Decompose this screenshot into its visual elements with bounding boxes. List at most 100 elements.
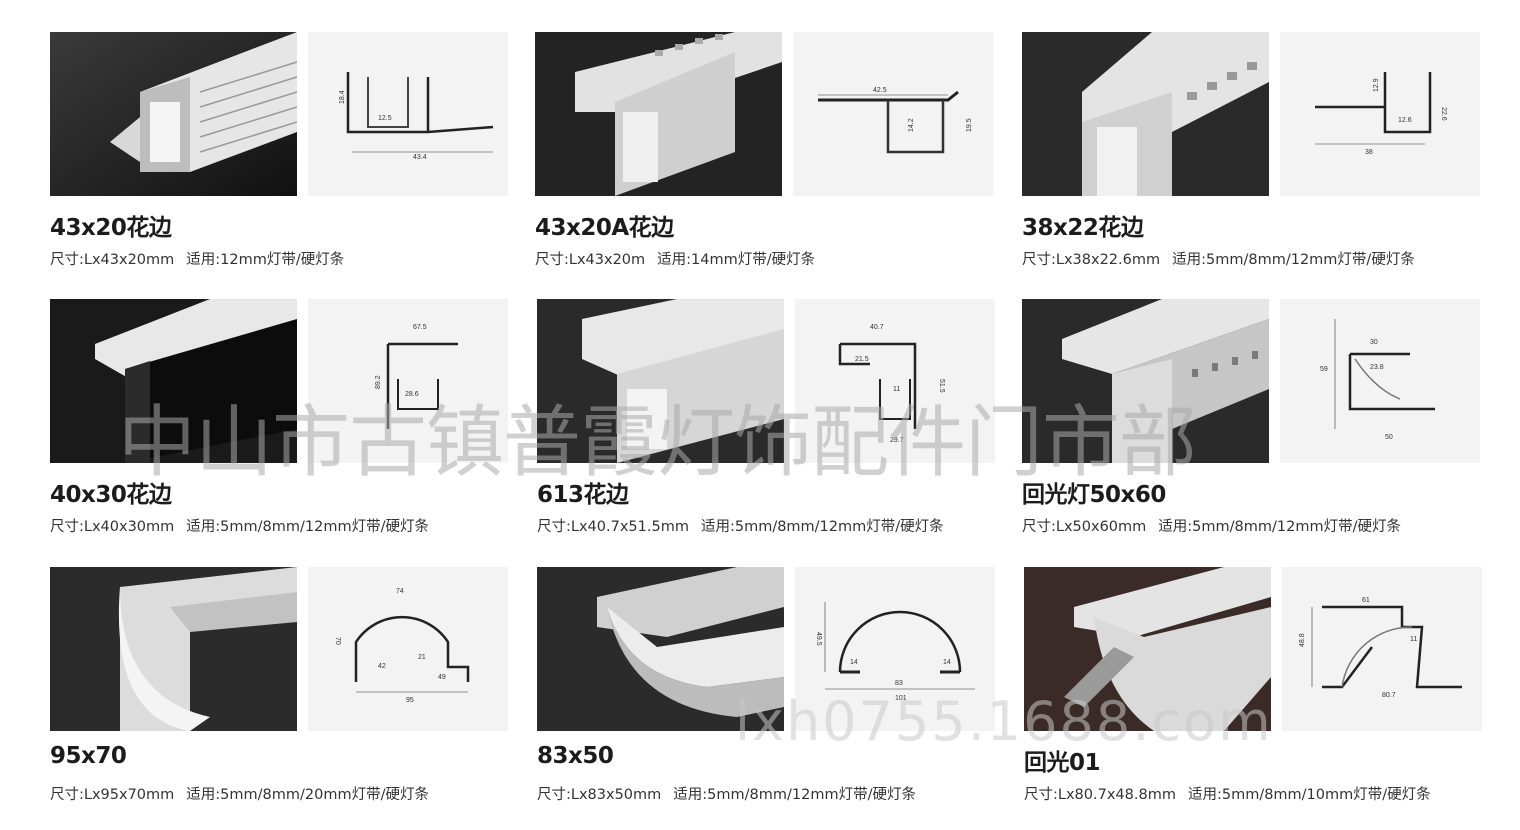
svg-text:30: 30 [1370,339,1378,346]
product-usage: 适用:5mm/8mm/12mm灯带/硬灯条 [700,519,944,535]
product-size: 尺寸:Lx83x50mm [537,787,662,803]
svg-text:42.5: 42.5 [873,87,887,94]
product-photo [1024,567,1271,731]
svg-text:28.6: 28.6 [405,391,419,398]
product-usage: 适用:14mm灯带/硬灯条 [657,252,816,268]
svg-text:18.4: 18.4 [339,90,346,104]
product-card[interactable]: 61 48.8 11 80.7 回光01 尺寸:Lx80.7x48.8mm 适用:… [1024,567,1484,817]
product-usage: 适用:5mm/8mm/12mm灯带/硬灯条 [673,787,916,803]
profile-drawing: 18.4 12.5 43.4 [308,32,508,196]
svg-text:29.7: 29.7 [890,437,904,444]
product-spec: 尺寸:Lx50x60mm 适用:5mm/8mm/12mm灯带/硬灯条 [1022,515,1401,536]
svg-text:40.7: 40.7 [870,324,884,331]
svg-text:12.5: 12.5 [378,115,392,122]
product-title: 83x50 [537,743,614,769]
product-photo [1022,299,1269,463]
product-usage: 适用:5mm/8mm/12mm灯带/硬灯条 [1158,519,1401,535]
product-photo [1022,32,1269,196]
product-photo [537,567,784,731]
svg-text:83: 83 [895,680,903,687]
profile-drawing: 67.5 89.2 28.6 [308,299,508,463]
svg-text:49: 49 [438,674,446,681]
product-usage: 适用:5mm/8mm/12mm灯带/硬灯条 [1172,252,1415,268]
svg-text:51.5: 51.5 [938,379,945,393]
svg-text:67.5: 67.5 [413,324,427,331]
svg-text:89.2: 89.2 [375,375,382,389]
profile-drawing: 40.7 21.5 51.5 11 29.7 [795,299,995,463]
product-spec: 尺寸:Lx40.7x51.5mm 适用:5mm/8mm/12mm灯带/硬灯条 [537,515,944,536]
product-usage: 适用:12mm灯带/硬灯条 [186,252,345,268]
product-photo [50,299,297,463]
product-card[interactable]: 30 23.8 59 50 回光灯50x60 尺寸:Lx50x60mm 适用:5m… [1022,299,1482,549]
svg-text:101: 101 [895,695,907,702]
svg-text:22.6: 22.6 [1440,107,1447,121]
profile-drawing: 12.9 12.6 22.6 38 [1280,32,1480,196]
profile-drawing: 30 23.8 59 50 [1280,299,1480,463]
product-size: 尺寸:Lx43x20mm [50,252,175,268]
svg-text:61: 61 [1362,597,1370,604]
svg-text:21.5: 21.5 [855,356,869,363]
product-size: 尺寸:Lx43x20m [535,252,646,268]
product-spec: 尺寸:Lx95x70mm 适用:5mm/8mm/20mm灯带/硬灯条 [50,783,429,804]
svg-text:59: 59 [1320,366,1328,373]
svg-text:12.6: 12.6 [1398,117,1412,124]
product-spec: 尺寸:Lx38x22.6mm 适用:5mm/8mm/12mm灯带/硬灯条 [1022,248,1415,269]
svg-text:14: 14 [943,659,951,666]
product-title: 43x20A花边 [535,215,674,241]
product-photo [50,567,297,731]
svg-text:43.4: 43.4 [413,154,427,161]
svg-text:14: 14 [850,659,858,666]
product-title: 613花边 [537,482,629,508]
product-title: 40x30花边 [50,482,172,508]
product-size: 尺寸:Lx50x60mm [1022,519,1147,535]
svg-text:12.9: 12.9 [1373,78,1380,92]
product-card[interactable]: 42.5 14.2 19.5 43x20A花边 尺寸:Lx43x20m 适用:14… [535,32,995,282]
product-size: 尺寸:Lx40x30mm [50,519,175,535]
product-size: 尺寸:Lx38x22.6mm [1022,252,1161,268]
product-title: 回光01 [1024,750,1101,776]
product-spec: 尺寸:Lx43x20mm 适用:12mm灯带/硬灯条 [50,248,344,269]
product-photo [537,299,784,463]
svg-text:14.2: 14.2 [908,118,915,132]
svg-text:42: 42 [378,663,386,670]
product-size: 尺寸:Lx40.7x51.5mm [537,519,689,535]
product-card[interactable]: 74 70 42 21 49 95 95x70 尺寸:Lx95x70mm 适用:5… [50,567,510,817]
product-card[interactable]: 18.4 12.5 43.4 43x20花边 尺寸:Lx43x20mm 适用:12… [50,32,510,282]
product-spec: 尺寸:Lx40x30mm 适用:5mm/8mm/12mm灯带/硬灯条 [50,515,429,536]
svg-text:70: 70 [334,637,341,645]
svg-text:74: 74 [396,588,404,595]
product-card[interactable]: 40.7 21.5 51.5 11 29.7 613花边 尺寸:Lx40.7x5… [537,299,997,549]
svg-text:95: 95 [406,697,414,704]
svg-text:50: 50 [1385,434,1393,441]
product-usage: 适用:5mm/8mm/20mm灯带/硬灯条 [186,787,429,803]
product-spec: 尺寸:Lx80.7x48.8mm 适用:5mm/8mm/10mm灯带/硬灯条 [1024,783,1431,804]
product-size: 尺寸:Lx95x70mm [50,787,175,803]
product-title: 95x70 [50,743,127,769]
product-spec: 尺寸:Lx43x20m 适用:14mm灯带/硬灯条 [535,248,815,269]
product-title: 38x22花边 [1022,215,1144,241]
svg-text:23.8: 23.8 [1370,364,1384,371]
svg-text:80.7: 80.7 [1382,692,1396,699]
product-size: 尺寸:Lx80.7x48.8mm [1024,787,1176,803]
product-spec: 尺寸:Lx83x50mm 适用:5mm/8mm/12mm灯带/硬灯条 [537,783,916,804]
svg-text:11: 11 [1410,636,1417,643]
product-photo [50,32,297,196]
profile-drawing: 61 48.8 11 80.7 [1282,567,1482,731]
product-card[interactable]: 49.5 14 14 83 101 83x50 尺寸:Lx83x50mm 适用:5… [537,567,997,817]
svg-text:48.8: 48.8 [1299,633,1306,647]
profile-drawing: 74 70 42 21 49 95 [308,567,508,731]
profile-drawing: 49.5 14 14 83 101 [795,567,995,731]
profile-drawing: 42.5 14.2 19.5 [793,32,993,196]
svg-text:21: 21 [418,654,426,661]
product-photo [535,32,782,196]
svg-text:49.5: 49.5 [815,632,822,646]
product-title: 回光灯50x60 [1022,482,1166,508]
product-card[interactable]: 67.5 89.2 28.6 40x30花边 尺寸:Lx40x30mm 适用:5m… [50,299,510,549]
product-usage: 适用:5mm/8mm/12mm灯带/硬灯条 [186,519,429,535]
svg-text:11: 11 [893,386,900,393]
product-title: 43x20花边 [50,215,172,241]
product-usage: 适用:5mm/8mm/10mm灯带/硬灯条 [1187,787,1431,803]
product-card[interactable]: 12.9 12.6 22.6 38 38x22花边 尺寸:Lx38x22.6mm… [1022,32,1482,282]
svg-text:38: 38 [1365,149,1373,156]
svg-text:19.5: 19.5 [966,118,973,132]
